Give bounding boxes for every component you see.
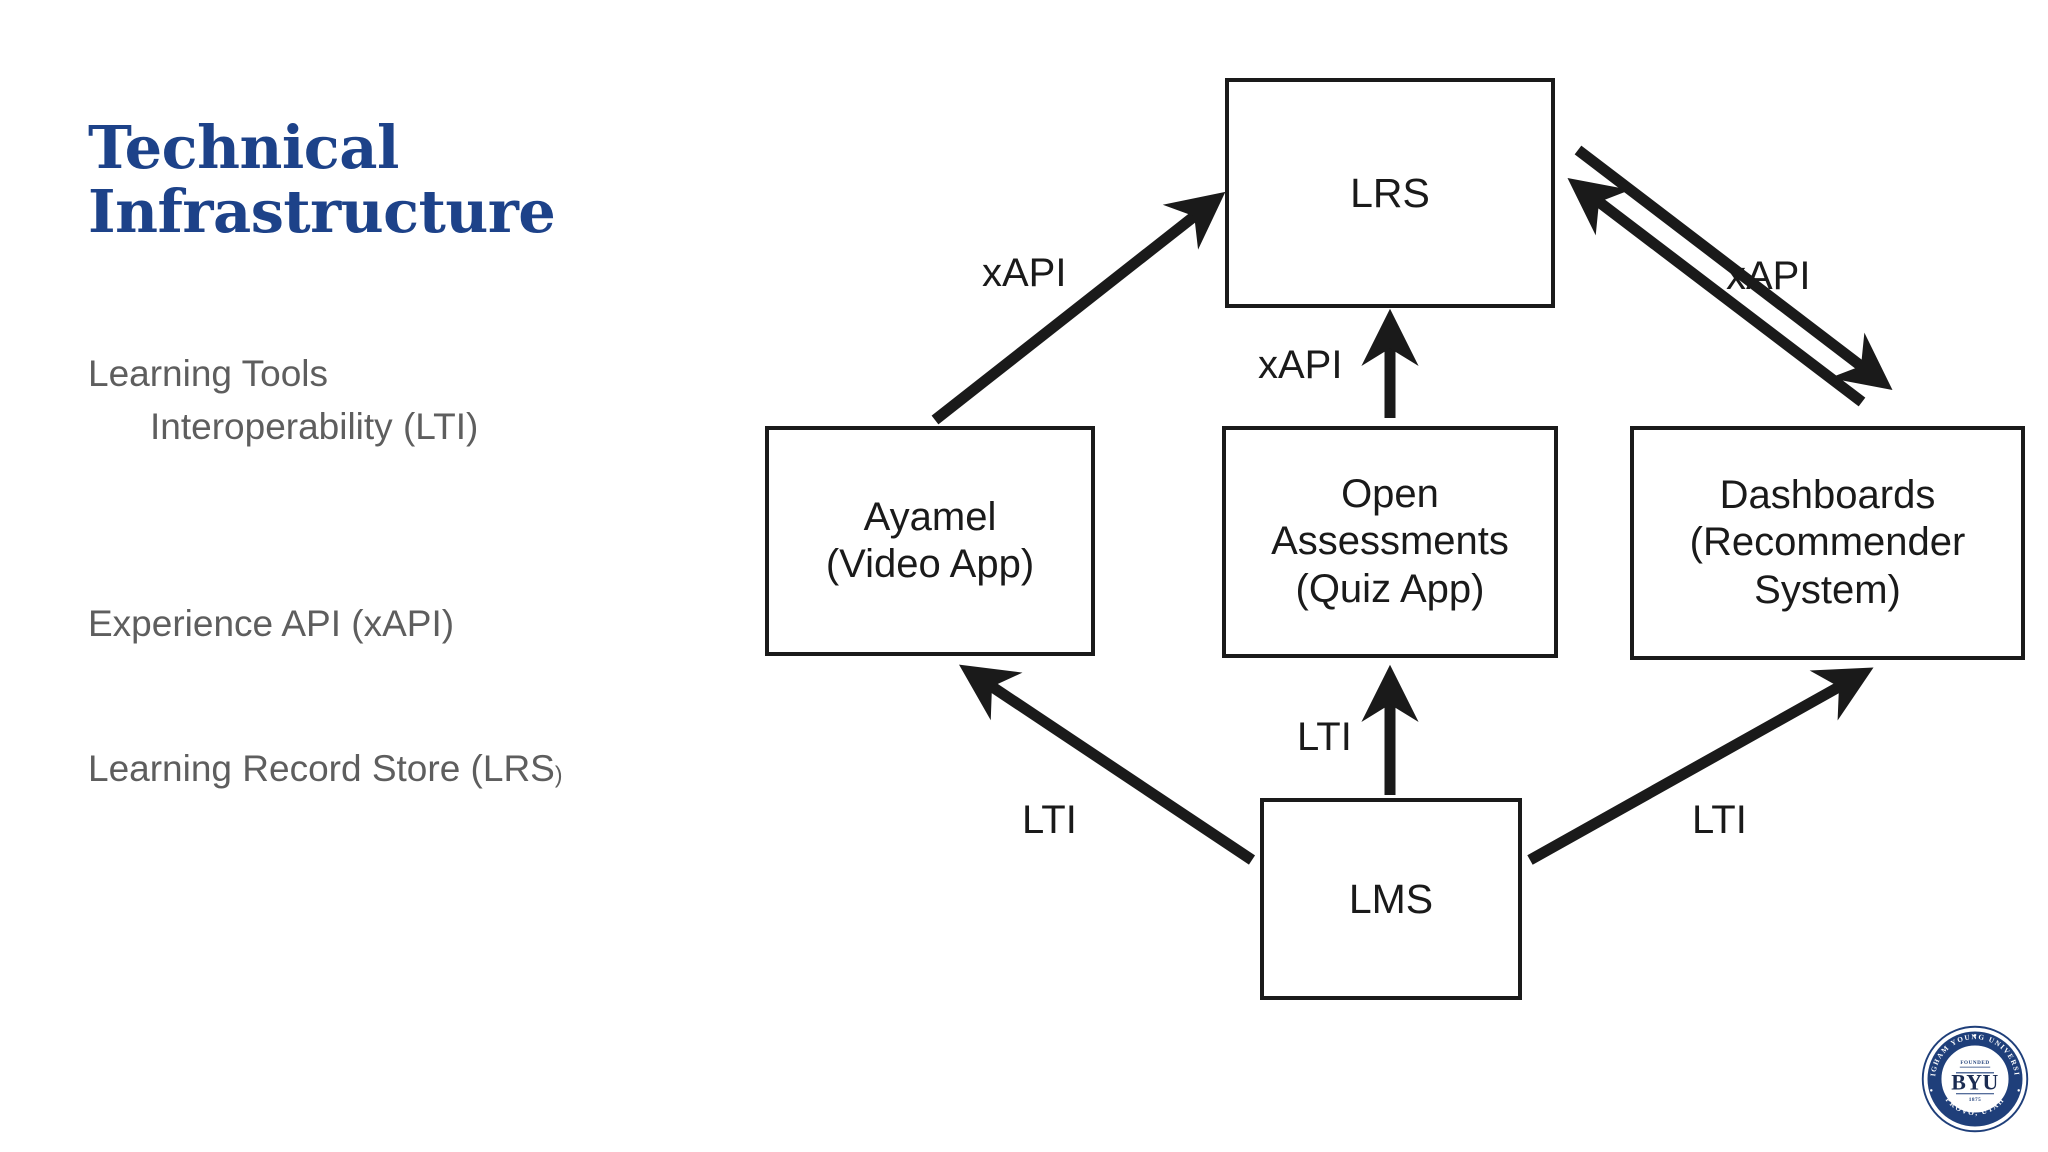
seal-founded-label: FOUNDED <box>1960 1060 1989 1066</box>
bullet-line-primary: Learning Record Store (LRS <box>88 748 555 790</box>
seal-founded-year: 1875 <box>1969 1097 1982 1103</box>
node-lrs[interactable]: LRS <box>1225 78 1555 308</box>
byu-seal-logo: BRIGHAM YOUNG UNIVERSITY PROVO, UTAH FOU… <box>1915 1016 2032 1136</box>
edge-label-xapi-open-lrs: xAPI <box>1258 343 1343 387</box>
list-item: Learning Tools Interoperability (LTI) <box>88 295 728 505</box>
node-ayamel[interactable]: Ayamel (Video App) <box>765 426 1095 656</box>
edge-label-lti-lms-dash: LTI <box>1692 798 1747 842</box>
byu-seal-icon: BRIGHAM YOUNG UNIVERSITY PROVO, UTAH FOU… <box>1915 1016 2030 1134</box>
node-open-assessments[interactable]: Open Assessments (Quiz App) <box>1222 426 1558 658</box>
left-content-column: Technical Infrastructure Learning Tools … <box>88 116 728 836</box>
edge-label-xapi-dash-lrs: xAPI <box>1726 254 1811 298</box>
node-dashboards[interactable]: Dashboards (Recommender System) <box>1630 426 2025 660</box>
list-item: Experience API (xAPI) <box>88 546 728 651</box>
edge-ayamel-to-lrs <box>931 191 1226 425</box>
seal-monogram: BYU <box>1951 1070 1999 1094</box>
node-lms[interactable]: LMS <box>1260 798 1522 1000</box>
edge-lms-to-ayamel <box>959 664 1256 865</box>
edge-label-lti-lms-open: LTI <box>1297 715 1352 759</box>
list-item: Learning Record Store (LRS) <box>88 691 728 796</box>
page-title: Technical Infrastructure <box>88 113 556 246</box>
bullet-trailing-paren: ) <box>554 761 563 788</box>
bullet-line-secondary: Interoperability (LTI) <box>150 405 479 447</box>
edge-label-xapi-ayamel-lrs: xAPI <box>982 251 1067 295</box>
edge-lms-to-dash <box>1527 667 1874 865</box>
bullet-line-primary: Learning Tools <box>88 352 328 394</box>
edge-label-lti-lms-ayamel: LTI <box>1022 798 1077 842</box>
edge-lrs-to-dash <box>1574 145 1893 391</box>
edge-dash-to-lrs <box>1567 178 1866 407</box>
bullet-line-primary: Experience API (xAPI) <box>88 603 455 645</box>
bullet-list: Learning Tools Interoperability (LTI) Ex… <box>88 295 728 795</box>
